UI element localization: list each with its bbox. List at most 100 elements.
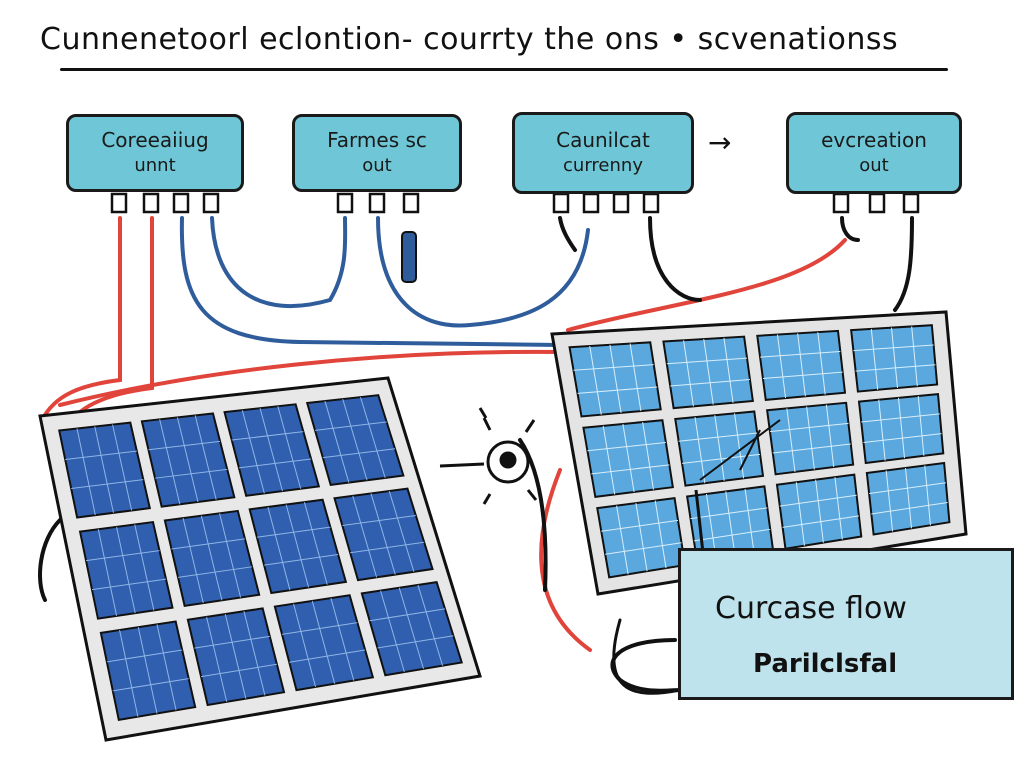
wire-red-4 (566, 238, 847, 332)
cell-gridline (769, 422, 849, 433)
cell-gridline (577, 386, 658, 394)
cell-gridline (795, 482, 805, 546)
connector-pin-icon (832, 192, 850, 214)
cell-gridline (155, 468, 228, 479)
cell-gridline (573, 364, 654, 371)
cell-gridline (670, 379, 750, 387)
cell-gridline (806, 406, 815, 470)
right-arrow-icon: → (708, 126, 732, 159)
callout-line1: Curcase flow (715, 591, 907, 626)
component-box-3-line2: currenny (563, 155, 643, 177)
cell-gridline (683, 340, 694, 407)
cell-gridline (605, 542, 682, 555)
cell-gridline (293, 603, 317, 688)
cell-gridline (779, 494, 857, 507)
connector-pin-icon (612, 192, 630, 214)
inline-fuse (401, 231, 417, 283)
cell-gridline (176, 417, 199, 503)
cell-gridline (65, 450, 137, 460)
cell-gridline (817, 332, 826, 395)
cell-gridline (277, 406, 302, 489)
cell-gridline (219, 513, 242, 598)
cell-gridline (243, 611, 266, 696)
cell-gridline (194, 415, 217, 500)
cell-gridline (322, 448, 396, 459)
cell-gridline (609, 344, 622, 413)
connector-pin-icon (902, 192, 920, 214)
cell-gridline (231, 431, 304, 441)
component-box-1: Coreeaiiug unnt (66, 114, 244, 192)
cell-gridline (116, 526, 136, 614)
wire-red-1 (40, 216, 122, 422)
cell-gridline (182, 517, 204, 604)
connector-pin-icon (142, 192, 160, 214)
component-box-1-line1: Coreeaiiug (101, 128, 209, 153)
cell-gridline (694, 417, 706, 484)
cell-gridline (744, 488, 755, 554)
wire-black-3 (893, 216, 914, 312)
cell-gridline (601, 519, 679, 532)
wire-blue-2 (210, 216, 348, 309)
connector-pin-icon (582, 192, 600, 214)
cell-gridline (869, 482, 946, 495)
cell-gridline (870, 328, 879, 390)
cell-gridline (206, 616, 228, 702)
cell-gridline (377, 635, 454, 649)
cell-gridline (238, 458, 312, 469)
cell-gridline (825, 404, 835, 468)
wire-red-2 (78, 216, 154, 414)
title-underline (60, 68, 948, 71)
cell-gridline (134, 524, 155, 611)
cell-gridline (200, 663, 277, 678)
cell-gridline (256, 526, 331, 538)
cell-gridline (654, 500, 667, 569)
cell-gridline (281, 622, 358, 635)
cell-gridline (171, 538, 246, 550)
cell-gridline (904, 467, 913, 529)
cell-gridline (314, 421, 387, 431)
cell-gridline (388, 490, 415, 572)
connector-pin-icon (172, 192, 190, 214)
solar-panel-left (38, 376, 482, 742)
cell-gridline (360, 396, 386, 479)
cell-gridline (194, 635, 270, 649)
cell-gridline (602, 425, 616, 495)
callout-line2: Parilclsfal (753, 649, 898, 679)
connector-pin-icon (868, 192, 886, 214)
connector-pin-icon (552, 192, 570, 214)
cell-gridline (112, 678, 189, 692)
cell-gridline (398, 587, 425, 670)
cell-gridline (94, 426, 114, 513)
connector-pin-icon (402, 192, 420, 214)
cell-gridline (762, 371, 843, 380)
cell-gridline (786, 408, 796, 472)
wire-black-1 (558, 216, 577, 252)
cell-gridline (91, 578, 167, 591)
cell-gridline (264, 554, 339, 566)
cell-gridline (871, 501, 948, 515)
cell-gridline (342, 398, 368, 481)
cell-gridline (159, 419, 181, 505)
cell-gridline (776, 334, 787, 399)
cell-gridline (629, 343, 642, 412)
cell-gridline (725, 491, 736, 557)
cell-gridline (591, 464, 670, 475)
cell-gridline (863, 433, 942, 444)
cell-gridline (885, 470, 894, 532)
cell-gridline (678, 432, 758, 442)
cell-gridline (616, 505, 629, 575)
connector-pin-icon (642, 192, 660, 214)
cell-gridline (112, 424, 133, 511)
connector-pins (110, 192, 920, 214)
cell-gridline (861, 413, 940, 423)
cell-gridline (417, 584, 444, 666)
cell-gridline (370, 493, 396, 575)
cell-gridline (303, 502, 328, 585)
cell-gridline (330, 597, 355, 681)
cell-gridline (782, 515, 860, 528)
cell-gridline (177, 566, 253, 578)
component-box-1-line2: unnt (134, 155, 176, 177)
connector-pin-icon (368, 192, 386, 214)
